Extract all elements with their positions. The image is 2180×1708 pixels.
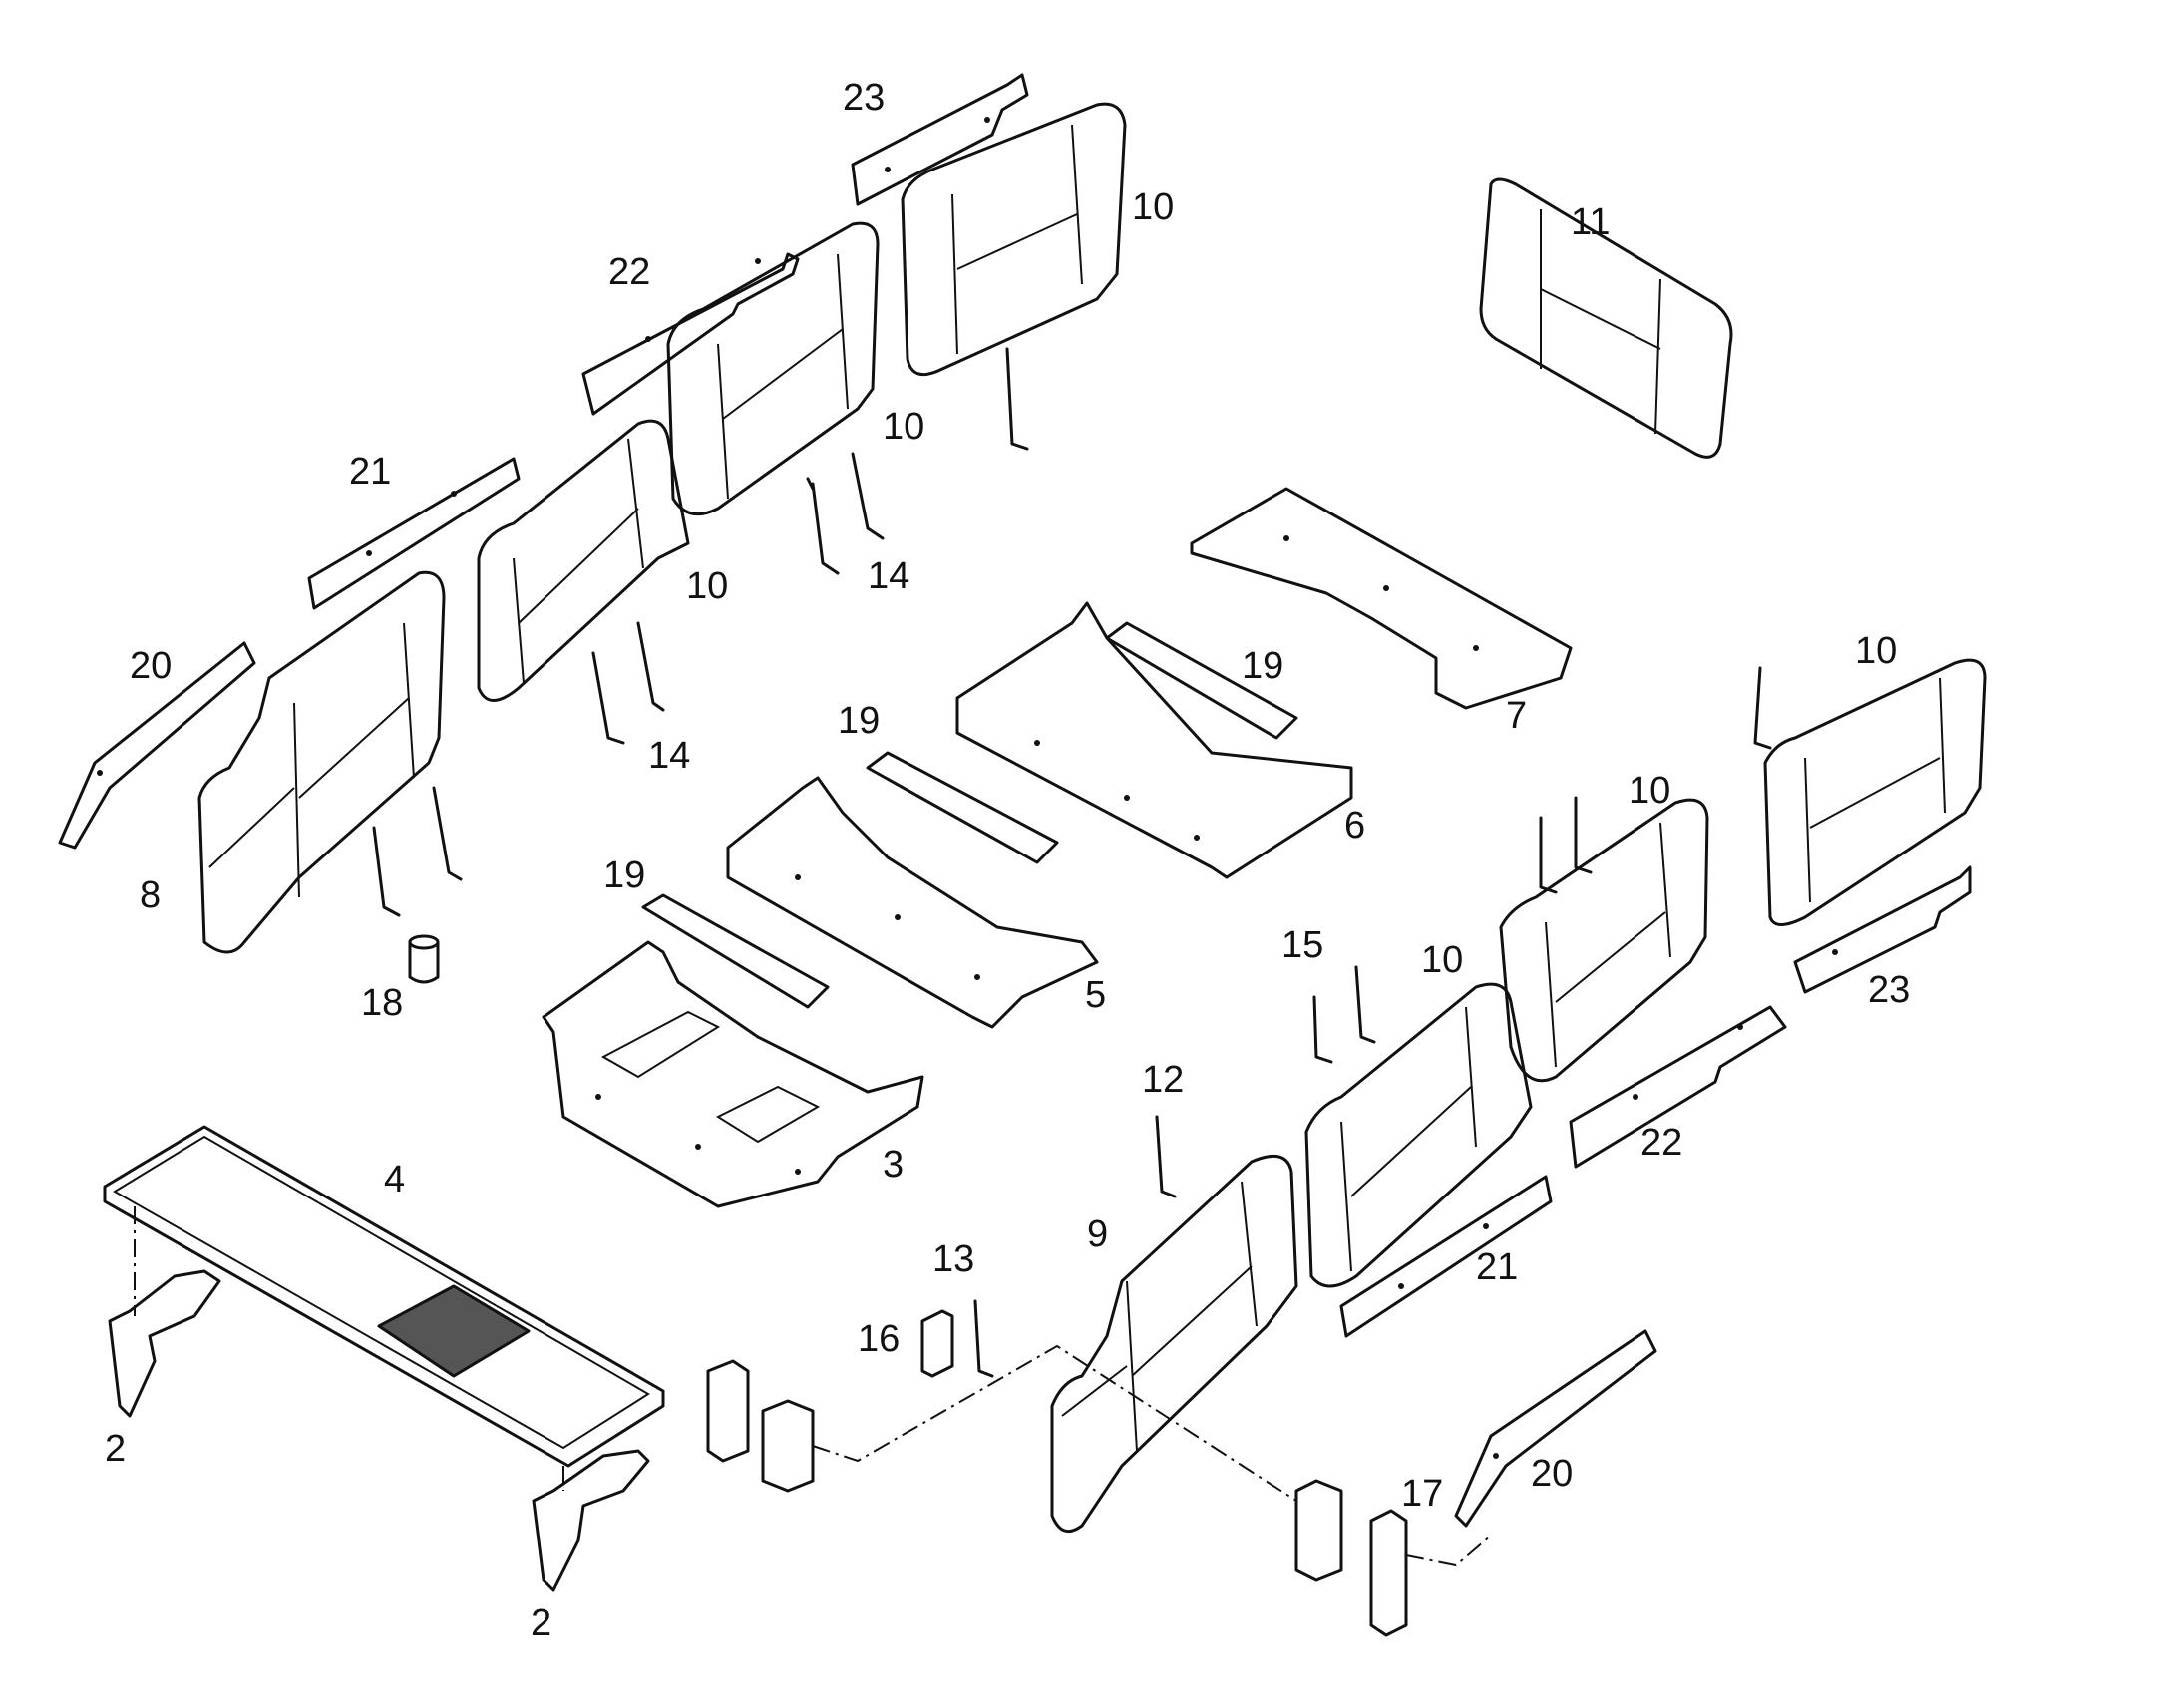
railing-frame-10-f bbox=[1763, 658, 1987, 926]
callout-13: 13 bbox=[932, 1238, 974, 1280]
floor-plate-5 bbox=[726, 776, 1099, 1029]
callout-20: 20 bbox=[1531, 1453, 1573, 1495]
callout-12: 12 bbox=[1142, 1059, 1184, 1101]
callout-2: 2 bbox=[105, 1428, 126, 1470]
trim-strip-23-top bbox=[851, 73, 1029, 206]
callout-23: 23 bbox=[1868, 969, 1910, 1011]
callout-10: 10 bbox=[1855, 630, 1897, 672]
strip-19-c bbox=[641, 893, 830, 1009]
block-17 bbox=[1294, 1479, 1408, 1637]
railing-frame-10-d bbox=[1304, 982, 1533, 1288]
callout-2: 2 bbox=[531, 1602, 551, 1644]
callout-10: 10 bbox=[1629, 770, 1670, 812]
trim-strip-21-top bbox=[307, 457, 521, 610]
callout-14: 14 bbox=[868, 555, 909, 597]
callout-20: 20 bbox=[130, 645, 172, 687]
callout-21: 21 bbox=[1476, 1246, 1518, 1288]
callout-23: 23 bbox=[843, 77, 885, 119]
support-bracket-2-right bbox=[532, 1449, 650, 1592]
hinge-block-left bbox=[706, 1359, 815, 1493]
railing-frame-10-e bbox=[1499, 798, 1709, 1083]
spacer-18 bbox=[408, 934, 440, 984]
trim-strip-20-top bbox=[58, 641, 256, 850]
strip-19-a bbox=[1105, 621, 1298, 740]
callout-3: 3 bbox=[883, 1144, 904, 1186]
callout-10: 10 bbox=[1132, 186, 1174, 228]
callout-14: 14 bbox=[648, 735, 690, 777]
trim-strip-21-bottom bbox=[1339, 1175, 1553, 1338]
platform-4 bbox=[103, 1125, 665, 1491]
trim-strip-20-bottom bbox=[1454, 1329, 1657, 1528]
callout-9: 9 bbox=[1087, 1213, 1108, 1255]
railing-frame-10-c bbox=[901, 102, 1127, 377]
callout-10: 10 bbox=[883, 406, 924, 448]
floor-plate-3 bbox=[542, 940, 924, 1208]
callout-10: 10 bbox=[1421, 939, 1463, 981]
railing-frame-10-a bbox=[477, 419, 690, 702]
trim-strip-22-bottom bbox=[1569, 1005, 1787, 1169]
callout-11: 11 bbox=[1571, 201, 1610, 243]
callout-19: 19 bbox=[1242, 645, 1283, 687]
floor-plate-7 bbox=[1190, 487, 1573, 710]
railing-frame-10-b bbox=[666, 221, 880, 516]
callout-7: 7 bbox=[1506, 695, 1527, 737]
railing-frame-11 bbox=[1479, 177, 1733, 459]
railing-frame-8 bbox=[197, 570, 446, 954]
bracket-set-lower-left bbox=[372, 786, 463, 917]
callout-10: 10 bbox=[686, 565, 728, 607]
callout-19: 19 bbox=[603, 854, 645, 896]
callout-21: 21 bbox=[349, 451, 391, 493]
block-16 bbox=[920, 1309, 954, 1378]
callout-22: 22 bbox=[608, 251, 650, 293]
trim-strip-23-bottom bbox=[1793, 865, 1972, 994]
callout-19: 19 bbox=[838, 700, 880, 742]
callout-16: 16 bbox=[858, 1318, 900, 1360]
strip-19-b bbox=[866, 751, 1059, 864]
callout-4: 4 bbox=[384, 1159, 405, 1200]
assembly-lines bbox=[812, 1344, 1492, 1567]
callout-5: 5 bbox=[1085, 974, 1106, 1016]
floor-plate-6 bbox=[955, 601, 1353, 879]
callout-17: 17 bbox=[1401, 1473, 1443, 1515]
railing-frame-9 bbox=[1050, 1154, 1298, 1534]
callout-8: 8 bbox=[140, 874, 161, 916]
support-bracket-2-left bbox=[108, 1269, 221, 1418]
callout-22: 22 bbox=[1640, 1122, 1682, 1164]
brackets-right-side bbox=[973, 666, 1772, 1378]
callout-15: 15 bbox=[1281, 924, 1323, 966]
callout-6: 6 bbox=[1344, 805, 1365, 847]
bracket-14-group bbox=[591, 347, 1029, 745]
callout-18: 18 bbox=[361, 982, 403, 1024]
